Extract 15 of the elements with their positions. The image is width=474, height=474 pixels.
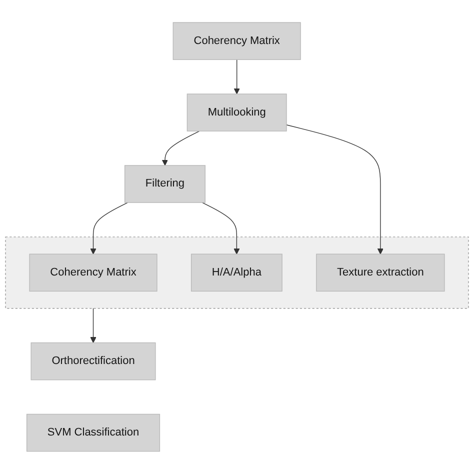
- node-box: SVM Classification: [26, 414, 160, 452]
- arrow: [234, 59, 240, 94]
- node-box: Texture extraction: [316, 254, 445, 292]
- cluster: [5, 236, 469, 309]
- arrow: [162, 130, 200, 166]
- node-box: Coherency Matrix: [172, 22, 301, 60]
- arrow: [90, 308, 96, 344]
- arrow: [202, 202, 240, 254]
- node-box: H/A/Alpha: [190, 254, 282, 292]
- arrow: [286, 124, 384, 254]
- arrow: [90, 202, 128, 254]
- node-box: Filtering: [124, 165, 206, 203]
- node-box: Orthorectification: [30, 342, 156, 380]
- node-box: Multilooking: [186, 94, 287, 132]
- node-box: Coherency Matrix: [29, 254, 158, 292]
